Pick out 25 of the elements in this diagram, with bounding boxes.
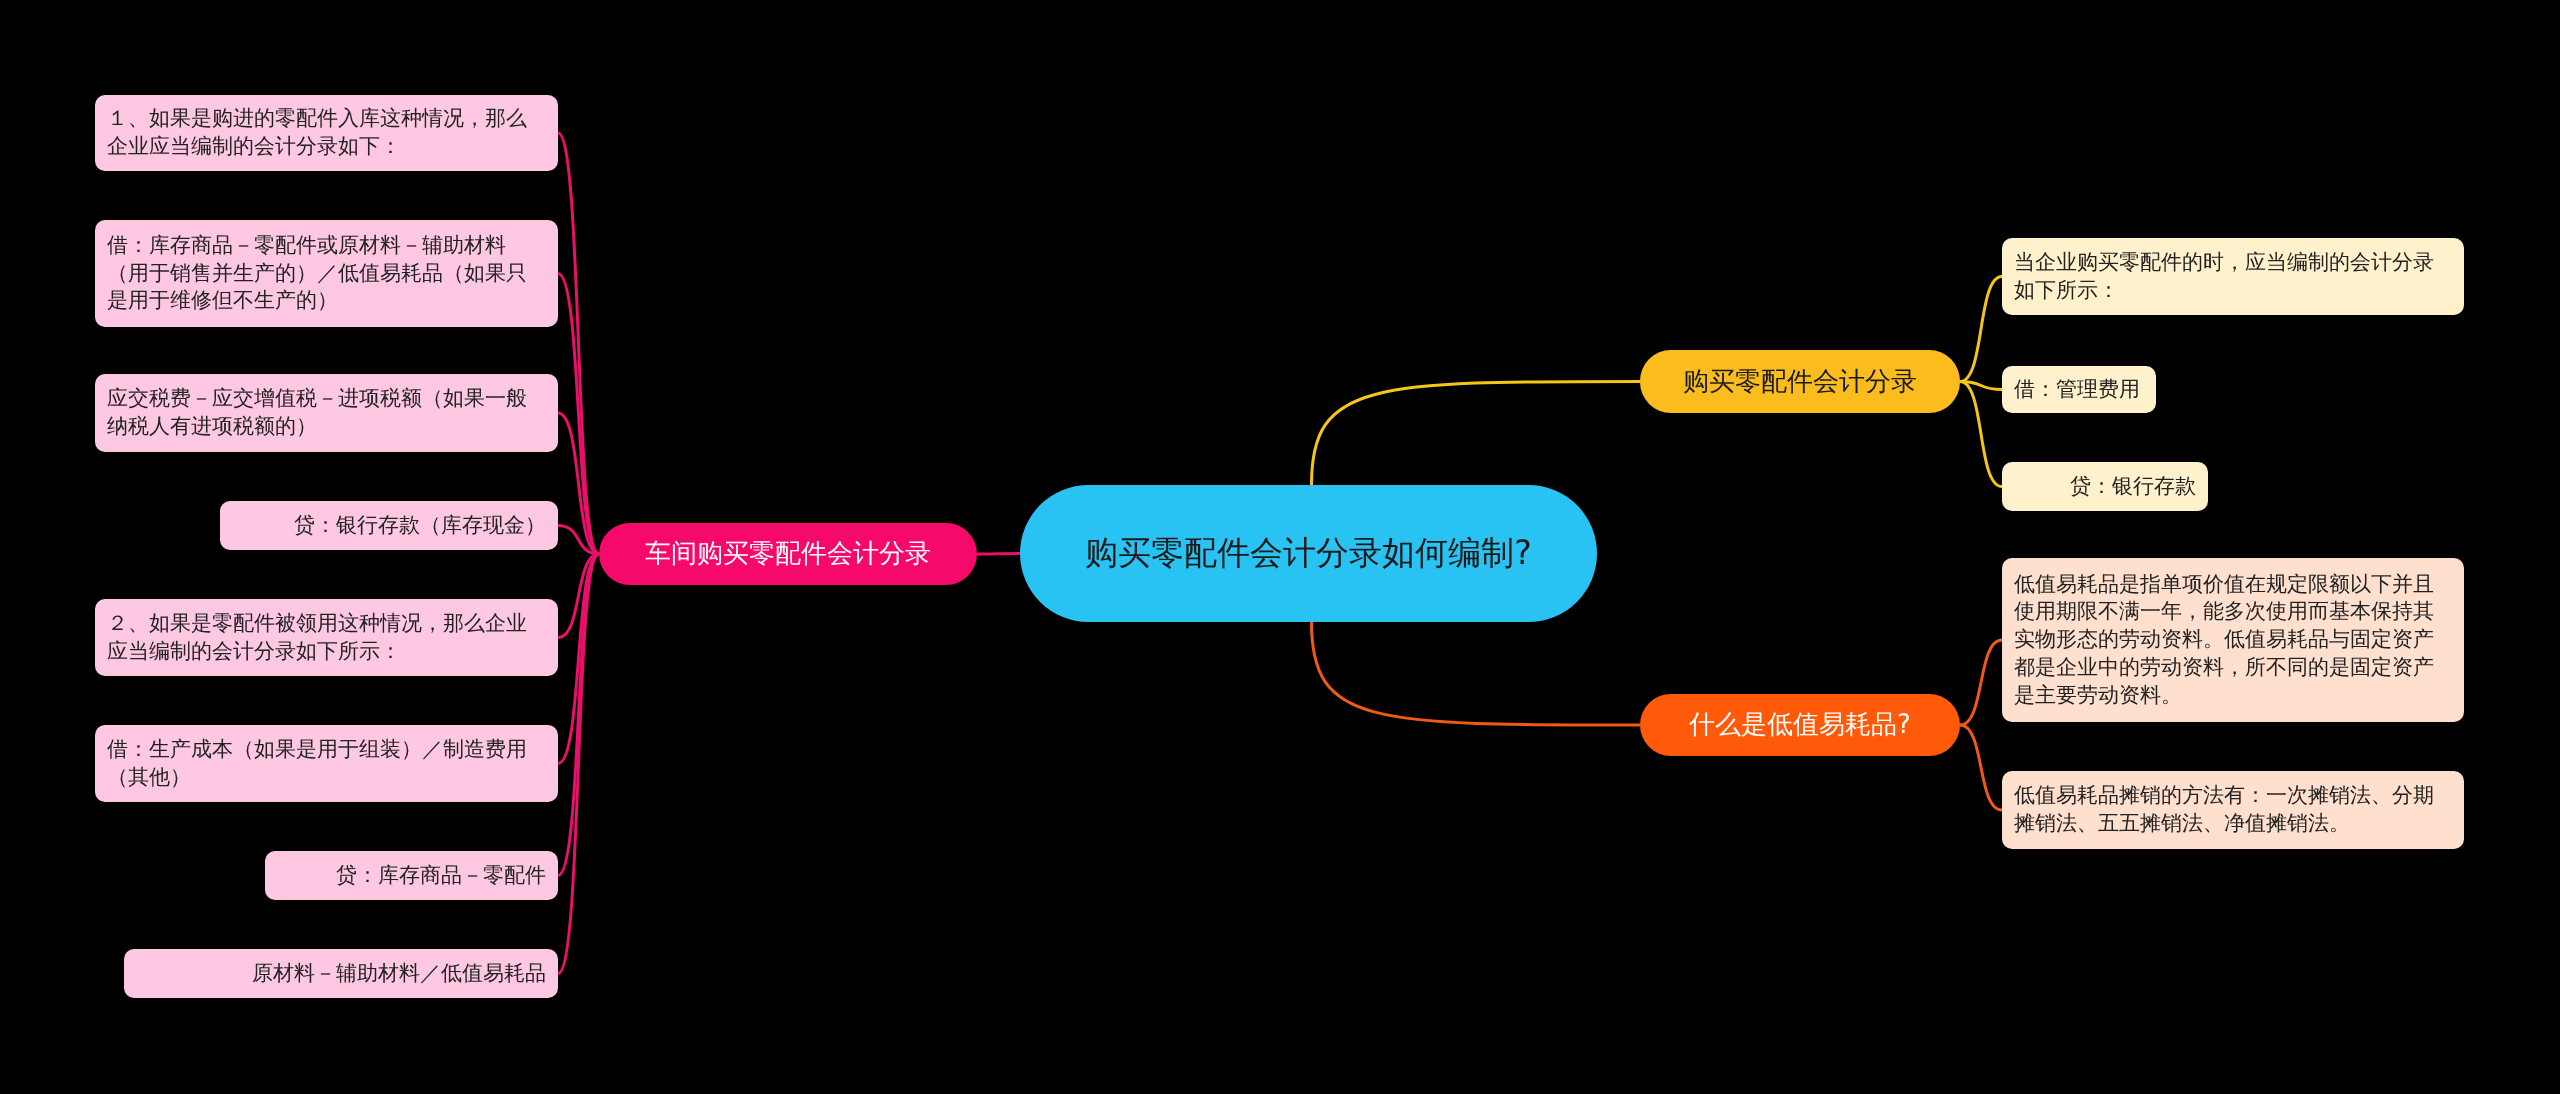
branch-box: 购买零配件会计分录 (1640, 350, 1960, 413)
note-box: 贷：库存商品－零配件 (265, 851, 558, 900)
note-box: １、如果是购进的零配件入库这种情况，那么企业应当编制的会计分录如下： (95, 95, 558, 171)
connector-line (977, 552, 1020, 556)
note-box: 原材料－辅助材料／低值易耗品 (124, 949, 558, 998)
connector-line (1310, 380, 1640, 486)
note-box: 借：生产成本（如果是用于组装）／制造费用（其他） (95, 725, 558, 802)
connector-line (1959, 723, 2003, 812)
note-box: ２、如果是零配件被领用这种情况，那么企业应当编制的会计分录如下所示： (95, 599, 558, 676)
connector-line (1959, 380, 2003, 488)
connector-line (1959, 638, 2003, 727)
note-box: 贷：银行存款 (2002, 462, 2208, 511)
note-box: 借：库存商品－零配件或原材料－辅助材料（用于销售并生产的）／低值易耗品（如果只是用于维修但不生产的） (95, 220, 558, 327)
branch-box: 车间购买零配件会计分录 (599, 523, 977, 585)
note-box: 低值易耗品摊销的方法有：一次摊销法、分期摊销法、五五摊销法、净值摊销法。 (2002, 771, 2464, 849)
note-box: 低值易耗品是指单项价值在规定限额以下并且使用期限不满一年，能多次使用而基本保持其实物形态的劳动资料。低值易耗品与固定资产都是企业中的劳动资料，所不同的是固定资产是主要劳动资料。 (2002, 558, 2464, 722)
branch-box: 什么是低值易耗品? (1640, 694, 1960, 756)
connector-line (1959, 275, 2003, 383)
note-box: 当企业购买零配件的时，应当编制的会计分录如下所示： (2002, 238, 2464, 315)
topic-box: 购买零配件会计分录如何编制? (1020, 485, 1597, 622)
note-box: 应交税费－应交增值税－进项税额（如果一般纳税人有进项税额的） (95, 374, 558, 452)
connector-line (556, 553, 601, 975)
note-box: 借：管理费用 (2002, 366, 2156, 413)
connector-line (1310, 621, 1640, 727)
note-box: 贷：银行存款（库存现金） (220, 501, 558, 550)
